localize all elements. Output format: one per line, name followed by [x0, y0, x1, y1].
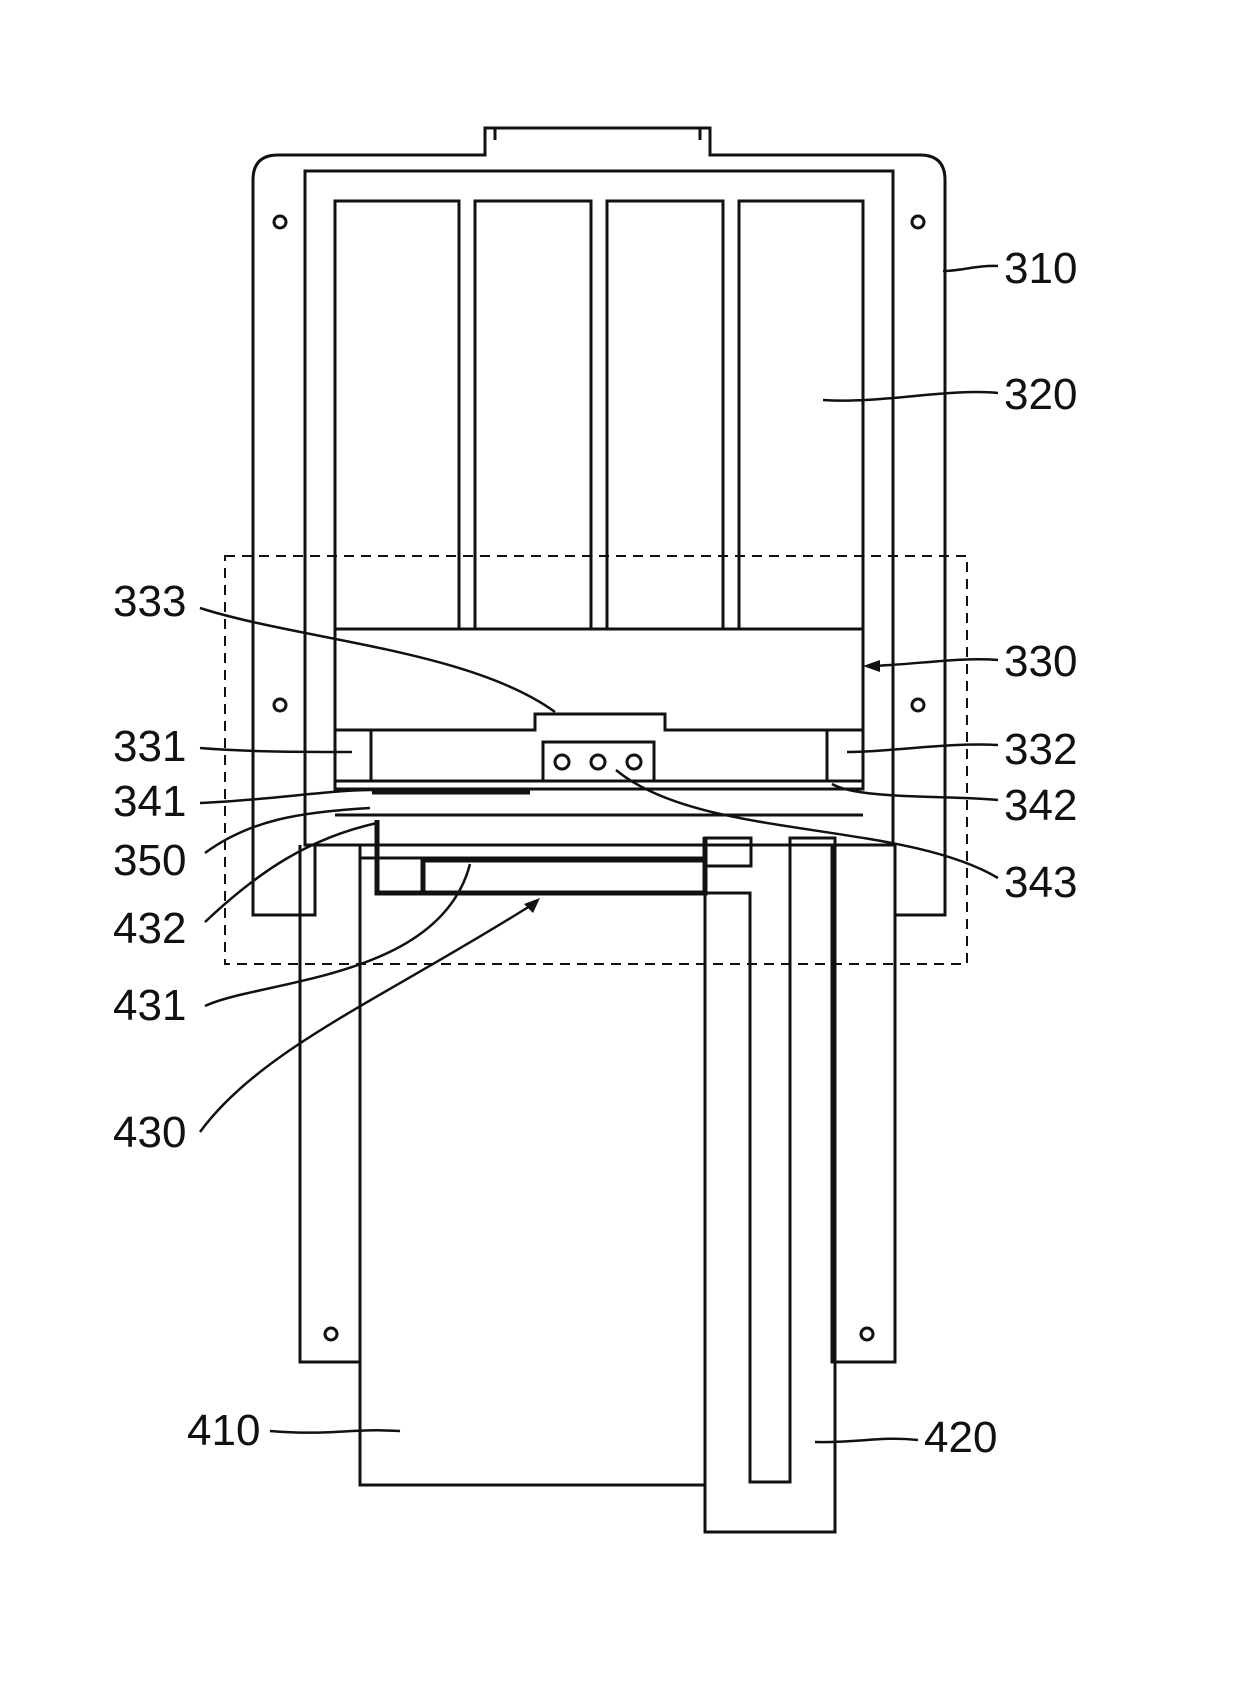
battery-cell	[607, 201, 723, 629]
connector-pin	[627, 755, 641, 769]
spacer-332	[827, 730, 863, 781]
connector-pin	[591, 755, 605, 769]
ref-label-330: 330	[1004, 637, 1077, 686]
mounting-hole	[274, 216, 286, 228]
mounting-hole	[912, 216, 924, 228]
mounting-hole	[325, 1328, 337, 1340]
leader-430-arrow	[524, 898, 540, 913]
ref-label-320: 320	[1004, 370, 1077, 419]
cell-holder-330	[335, 629, 863, 730]
mounting-hole	[912, 699, 924, 711]
ref-label-410: 410	[187, 1406, 260, 1455]
battery-cell	[335, 201, 459, 629]
leader-331	[200, 748, 352, 752]
spacer-331	[335, 730, 371, 781]
leader-332	[847, 744, 998, 752]
leader-431	[205, 864, 470, 1006]
ref-label-432: 432	[113, 904, 186, 953]
ref-label-420: 420	[924, 1413, 997, 1462]
inner-frame	[305, 171, 893, 845]
leader-420	[815, 1439, 918, 1442]
antenna-420	[705, 838, 835, 1532]
ref-label-332: 332	[1004, 725, 1077, 774]
ref-label-350: 350	[113, 836, 186, 885]
leader-310	[943, 266, 998, 271]
battery-cell	[739, 201, 863, 629]
mounting-hole	[861, 1328, 873, 1340]
leader-320	[823, 392, 998, 401]
board-410	[360, 858, 705, 1485]
ref-label-331: 331	[113, 722, 186, 771]
ref-label-310: 310	[1004, 244, 1077, 293]
battery-cell	[475, 201, 591, 629]
leader-330-arrow	[863, 660, 880, 672]
ref-label-430: 430	[113, 1108, 186, 1157]
cable-tab	[705, 838, 751, 866]
leader-430	[200, 906, 530, 1132]
ref-label-342: 342	[1004, 781, 1077, 830]
leader-342	[832, 784, 998, 800]
mounting-hole	[274, 699, 286, 711]
ref-label-341: 341	[113, 777, 186, 826]
leader-410	[270, 1430, 400, 1432]
ref-label-343: 343	[1004, 858, 1077, 907]
lower-bracket	[300, 845, 895, 1362]
ref-label-431: 431	[113, 981, 186, 1030]
housing-310	[253, 128, 945, 915]
connector-pin	[555, 755, 569, 769]
connector-343	[543, 742, 654, 781]
ref-label-333: 333	[113, 577, 186, 626]
